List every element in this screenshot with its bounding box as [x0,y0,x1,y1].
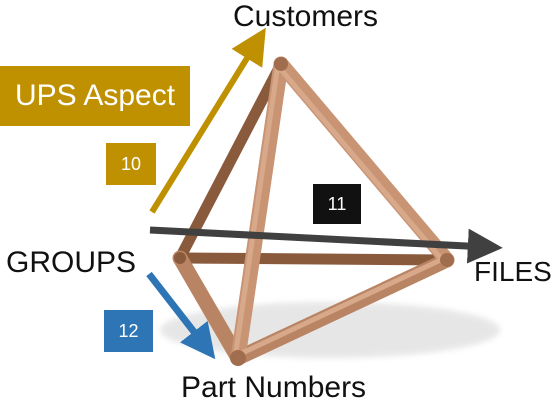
label-part-numbers: Part Numbers [181,371,367,404]
label-groups: GROUPS [6,246,137,279]
badge-12: 12 [104,310,153,352]
label-files: FILES [474,256,552,287]
tetrahedron-frame-icon [172,56,455,366]
badge-12-label: 12 [118,321,139,341]
ups-aspect-label: UPS Aspect [14,79,176,112]
badge-11: 11 [313,184,361,224]
arrow-to-part-numbers [146,271,216,360]
badge-10: 10 [106,143,156,185]
badge-10-label: 10 [120,154,142,174]
badge-11-label: 11 [327,194,347,214]
ups-aspect-box: UPS Aspect [0,66,190,126]
label-customers: Customers [233,0,379,33]
arrow-to-files [149,226,503,264]
arrow-to-customers [149,27,266,214]
